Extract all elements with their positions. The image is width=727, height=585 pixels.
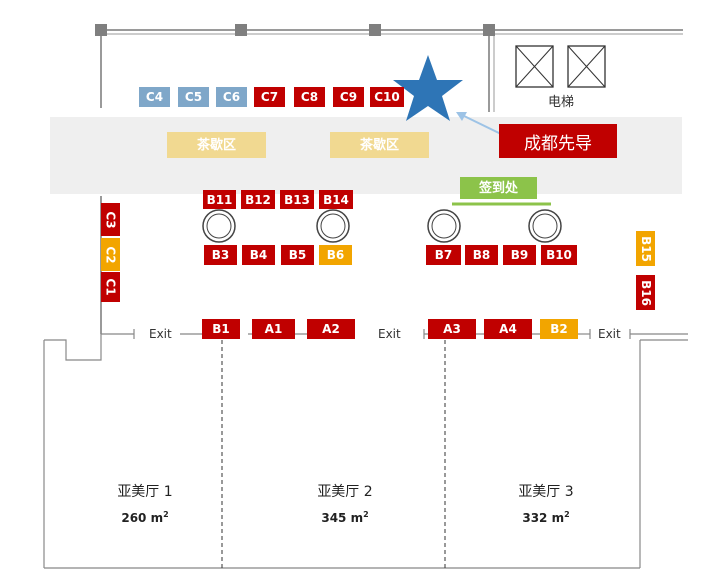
hall-3-area: 332 m2 — [486, 510, 606, 525]
booth-b1[interactable]: B1 — [202, 319, 240, 339]
tea-break-area-2: 茶歇区 — [330, 132, 429, 158]
hall-3-area-unit: 2 — [564, 510, 570, 519]
hall-2-area-unit: 2 — [363, 510, 369, 519]
booth-c5[interactable]: C5 — [178, 87, 209, 107]
hall-2-name: 亚美厅 2 — [317, 484, 373, 500]
booth-c1-label: C1 — [103, 278, 118, 296]
hall-1-area-value: 260 m — [121, 511, 164, 525]
booth-a2[interactable]: A2 — [307, 319, 355, 339]
booth-b6[interactable]: B6 — [319, 245, 352, 265]
booth-c2-label: C2 — [103, 245, 118, 264]
booth-c6[interactable]: C6 — [216, 87, 247, 107]
booth-b15[interactable]: B15 — [636, 231, 655, 266]
hall-1-area-unit: 2 — [163, 510, 169, 519]
exit-right[interactable]: Exit — [596, 327, 623, 341]
hall-3-name: 亚美厅 3 — [518, 484, 574, 500]
booth-c2[interactable]: C2 — [101, 238, 120, 271]
checkin-desk: 签到处 — [460, 177, 537, 199]
booth-a1[interactable]: A1 — [252, 319, 295, 339]
booth-c4[interactable]: C4 — [139, 87, 170, 107]
booth-c8[interactable]: C8 — [294, 87, 325, 107]
booth-b4[interactable]: B4 — [242, 245, 275, 265]
booth-c3-label: C3 — [103, 210, 118, 229]
star-marker — [393, 55, 463, 121]
hall-2-area: 345 m2 — [285, 510, 405, 525]
booth-b9[interactable]: B9 — [503, 245, 536, 265]
booth-b13[interactable]: B13 — [280, 190, 314, 209]
booth-b15-label: B15 — [638, 235, 653, 262]
hall-1-name: 亚美厅 1 — [117, 484, 173, 500]
booth-b16[interactable]: B16 — [636, 275, 655, 310]
exit-left[interactable]: Exit — [147, 327, 174, 341]
booth-a3[interactable]: A3 — [428, 319, 476, 339]
booth-b5[interactable]: B5 — [281, 245, 314, 265]
exit-middle[interactable]: Exit — [376, 327, 403, 341]
booth-b2[interactable]: B2 — [540, 319, 578, 339]
booth-b7[interactable]: B7 — [426, 245, 461, 265]
booth-c3[interactable]: C3 — [101, 203, 120, 236]
booth-c10[interactable]: C10 — [370, 87, 404, 107]
elevator-label: 电梯 — [548, 95, 575, 110]
booth-c9[interactable]: C9 — [333, 87, 364, 107]
tea-break-area-1: 茶歇区 — [167, 132, 266, 158]
booth-b8[interactable]: B8 — [465, 245, 498, 265]
sponsor-legend: 成都先导 — [499, 124, 617, 158]
booth-c7[interactable]: C7 — [254, 87, 285, 107]
booth-b3[interactable]: B3 — [204, 245, 237, 265]
hall-3-area-value: 332 m — [522, 511, 565, 525]
booth-b11[interactable]: B11 — [203, 190, 236, 209]
booth-b10[interactable]: B10 — [541, 245, 577, 265]
hall-2-area-value: 345 m — [321, 511, 364, 525]
booth-c1[interactable]: C1 — [101, 272, 120, 302]
booth-b14[interactable]: B14 — [319, 190, 353, 209]
hall-1-area: 260 m2 — [85, 510, 205, 525]
booth-a4[interactable]: A4 — [484, 319, 532, 339]
booth-b12[interactable]: B12 — [241, 190, 275, 209]
booth-b16-label: B16 — [638, 279, 653, 306]
